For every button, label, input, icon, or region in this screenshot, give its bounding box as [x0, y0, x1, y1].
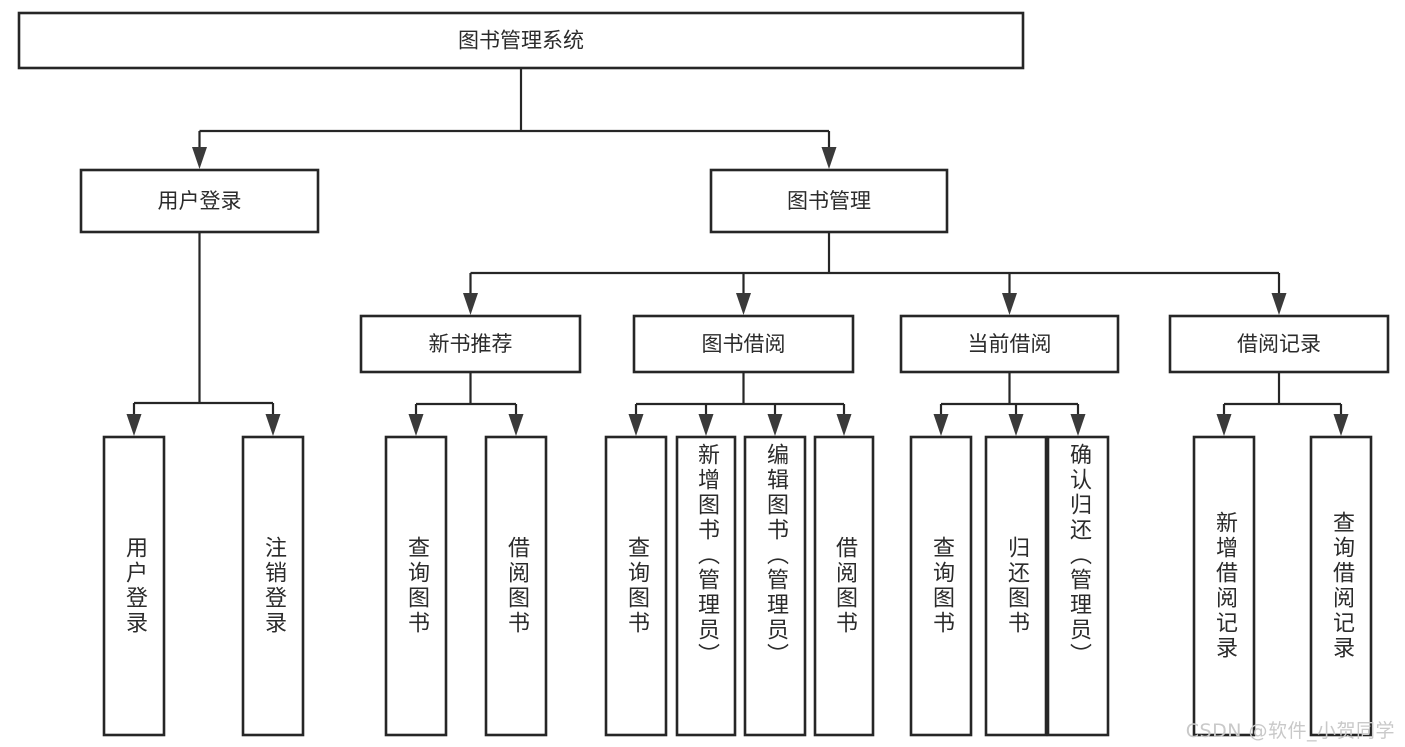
node-leaf-query-book-current-box[interactable]: [909, 435, 973, 737]
node-leaf-query-book-current[interactable]: [909, 435, 973, 737]
node-leaf-borrow-book-box[interactable]: [813, 435, 875, 737]
node-book-borrow[interactable]: 图书借阅: [632, 314, 855, 374]
node-current-borrow-label: 当前借阅: [968, 332, 1052, 356]
node-leaf-add-book-box[interactable]: [675, 435, 737, 737]
node-leaf-add-borrow-record[interactable]: [1192, 435, 1256, 737]
node-new-book-recommend-box[interactable]: [359, 314, 582, 374]
node-root-label: 图书管理系统: [458, 29, 584, 53]
connector-bookmgmt-to-level3: [463, 232, 1287, 315]
node-leaf-query-book-borrow[interactable]: [604, 435, 668, 737]
node-leaf-borrow-book[interactable]: [813, 435, 875, 737]
node-new-book-recommend[interactable]: 新书推荐: [359, 314, 582, 374]
node-current-borrow-box[interactable]: [899, 314, 1120, 374]
node-root-box: [17, 11, 1025, 70]
node-leaf-edit-book[interactable]: [743, 435, 807, 737]
node-leaf-query-book-borrow-box[interactable]: [604, 435, 668, 737]
connectors-layer: [126, 68, 1349, 436]
node-leaf-query-book-rec[interactable]: [384, 435, 448, 737]
node-borrow-records[interactable]: 借阅记录: [1168, 314, 1390, 374]
node-book-borrow-box[interactable]: [632, 314, 855, 374]
connector-newbook-to-leaves: [408, 372, 524, 436]
node-leaf-user-login-box[interactable]: [102, 435, 166, 737]
node-leaf-user-login[interactable]: [102, 435, 166, 737]
node-leaf-add-borrow-record-box[interactable]: [1192, 435, 1256, 737]
node-leaf-query-borrow-record-box[interactable]: [1309, 435, 1373, 737]
node-current-borrow[interactable]: 当前借阅: [899, 314, 1120, 374]
connector-bookborrow-to-leaves: [628, 372, 852, 436]
node-leaf-confirm-return[interactable]: [1046, 435, 1110, 737]
connector-root-to-level2: [192, 68, 837, 169]
node-leaf-user-logout-box[interactable]: [241, 435, 305, 737]
node-leaf-user-logout[interactable]: [241, 435, 305, 737]
connector-records-to-leaves: [1216, 372, 1349, 436]
node-leaf-query-book-rec-box[interactable]: [384, 435, 448, 737]
node-borrow-records-box[interactable]: [1168, 314, 1390, 374]
connector-currentborrow-to-leaves: [933, 372, 1086, 436]
node-book-borrow-label: 图书借阅: [702, 332, 786, 356]
node-leaf-edit-book-box[interactable]: [743, 435, 807, 737]
node-leaf-confirm-return-box[interactable]: [1046, 435, 1110, 737]
node-new-book-recommend-label: 新书推荐: [429, 332, 513, 356]
node-book-management-box[interactable]: [709, 168, 949, 234]
watermark: CSDN @软件_小贺同学: [1185, 720, 1395, 742]
node-leaf-return-book-box[interactable]: [984, 435, 1048, 737]
node-leaf-return-book[interactable]: [984, 435, 1048, 737]
node-user-login[interactable]: 用户登录: [79, 168, 320, 234]
node-leaf-add-book[interactable]: [675, 435, 737, 737]
node-user-login-box[interactable]: [79, 168, 320, 234]
connector-userlogin-to-leaves: [126, 232, 281, 436]
node-root: 图书管理系统: [17, 11, 1025, 70]
node-book-management[interactable]: 图书管理: [709, 168, 949, 234]
node-borrow-records-label: 借阅记录: [1237, 332, 1321, 356]
node-leaf-query-borrow-record[interactable]: [1309, 435, 1373, 737]
node-user-login-label: 用户登录: [158, 189, 242, 213]
node-leaf-borrow-book-rec[interactable]: [484, 435, 548, 737]
node-leaf-borrow-book-rec-box[interactable]: [484, 435, 548, 737]
node-book-management-label: 图书管理: [787, 189, 871, 213]
